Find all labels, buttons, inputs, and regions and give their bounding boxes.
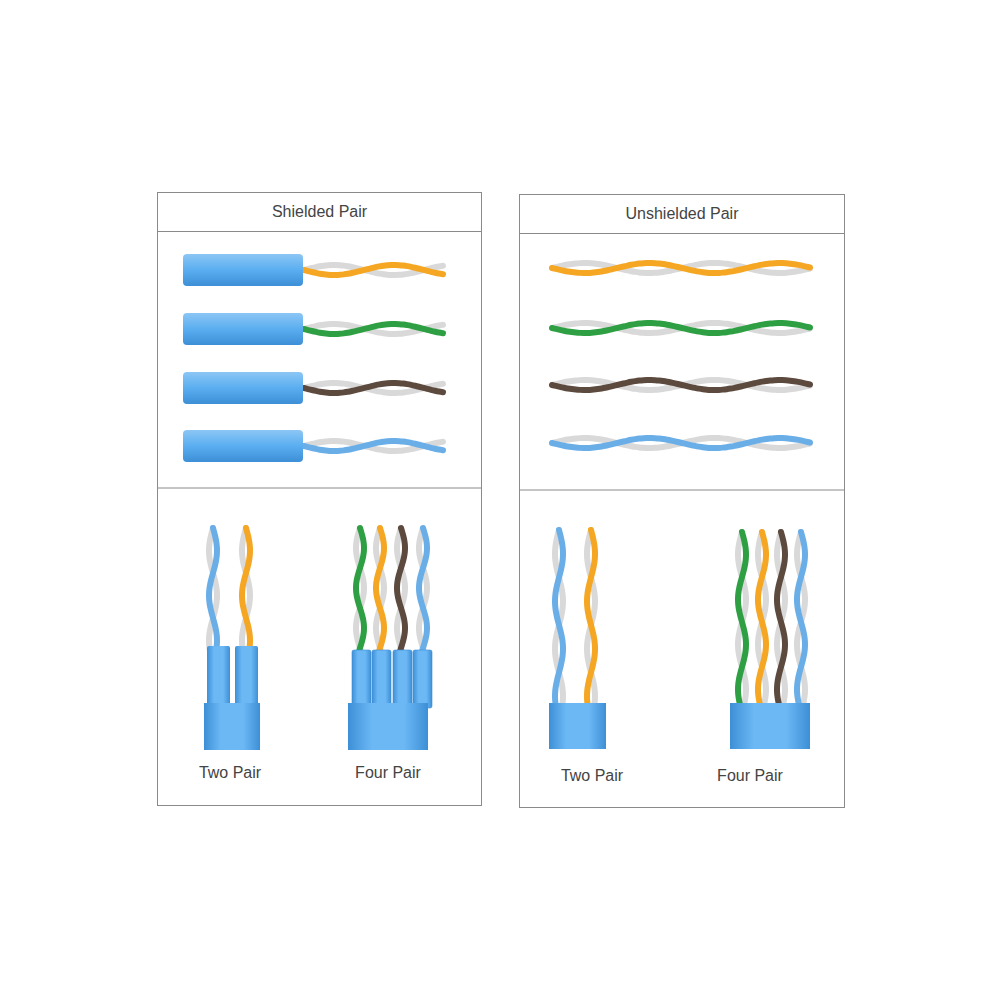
color-strand xyxy=(397,528,405,660)
bundle-caption: Four Pair xyxy=(355,764,421,782)
white-strand xyxy=(552,438,810,448)
color-strand xyxy=(552,438,810,448)
shielded-four-pair xyxy=(348,528,432,750)
white-strand xyxy=(758,532,766,708)
unshielded-four-pair xyxy=(730,532,810,749)
white-strand xyxy=(777,532,785,708)
color-strand xyxy=(419,528,427,660)
panel-divider xyxy=(519,490,844,491)
cable-jacket xyxy=(549,703,606,749)
white-strand xyxy=(304,324,443,334)
color-strand xyxy=(304,441,443,451)
color-strand xyxy=(376,528,384,660)
white-strand xyxy=(552,380,810,390)
color-strand xyxy=(356,528,364,660)
bundle-caption: Two Pair xyxy=(561,767,623,785)
white-strand xyxy=(397,528,405,660)
foil-jacket xyxy=(235,646,258,708)
color-strand xyxy=(777,532,785,708)
foil-jacket xyxy=(183,372,303,404)
color-strand xyxy=(209,528,217,660)
white-strand xyxy=(587,530,595,708)
foil-jacket xyxy=(207,646,230,708)
white-strand xyxy=(242,528,250,660)
panel-heading: Shielded Pair xyxy=(158,193,481,232)
color-strand xyxy=(738,532,746,708)
white-strand xyxy=(209,528,217,660)
foil-jacket xyxy=(183,313,303,345)
color-strand xyxy=(304,383,443,393)
foil-jacket xyxy=(372,650,391,708)
color-strand xyxy=(552,380,810,390)
white-strand xyxy=(555,530,563,708)
cable-jacket xyxy=(730,703,810,749)
white-strand xyxy=(304,441,443,451)
unshielded-two-pair xyxy=(549,530,606,749)
color-strand xyxy=(587,530,595,708)
cable-jacket xyxy=(348,703,428,750)
bundle-caption: Two Pair xyxy=(199,764,261,782)
panel-divider xyxy=(157,488,481,489)
color-strand xyxy=(242,528,250,660)
panel-heading: Unshielded Pair xyxy=(520,195,844,234)
color-strand xyxy=(552,263,810,273)
foil-jacket xyxy=(393,650,412,708)
color-strand xyxy=(304,324,443,334)
foil-jacket xyxy=(183,254,303,286)
color-strand xyxy=(758,532,766,708)
shielded-two-pair xyxy=(204,528,260,750)
white-strand xyxy=(356,528,364,660)
color-strand xyxy=(797,532,805,708)
white-strand xyxy=(419,528,427,660)
cable-panel: Unshielded Pair xyxy=(519,194,845,808)
foil-jacket xyxy=(183,430,303,462)
white-strand xyxy=(552,323,810,333)
foil-jacket xyxy=(352,650,371,708)
white-strand xyxy=(552,263,810,273)
foil-jacket xyxy=(413,650,432,708)
color-strand xyxy=(552,323,810,333)
white-strand xyxy=(304,383,443,393)
color-strand xyxy=(304,265,443,275)
cable-jacket xyxy=(204,703,260,750)
white-strand xyxy=(304,265,443,275)
bundle-caption: Four Pair xyxy=(717,767,783,785)
white-strand xyxy=(738,532,746,708)
shielded-pairs xyxy=(183,254,443,462)
color-strand xyxy=(555,530,563,708)
unshielded-pairs xyxy=(552,263,810,448)
white-strand xyxy=(376,528,384,660)
cable-panel: Shielded Pair xyxy=(157,192,482,806)
white-strand xyxy=(797,532,805,708)
